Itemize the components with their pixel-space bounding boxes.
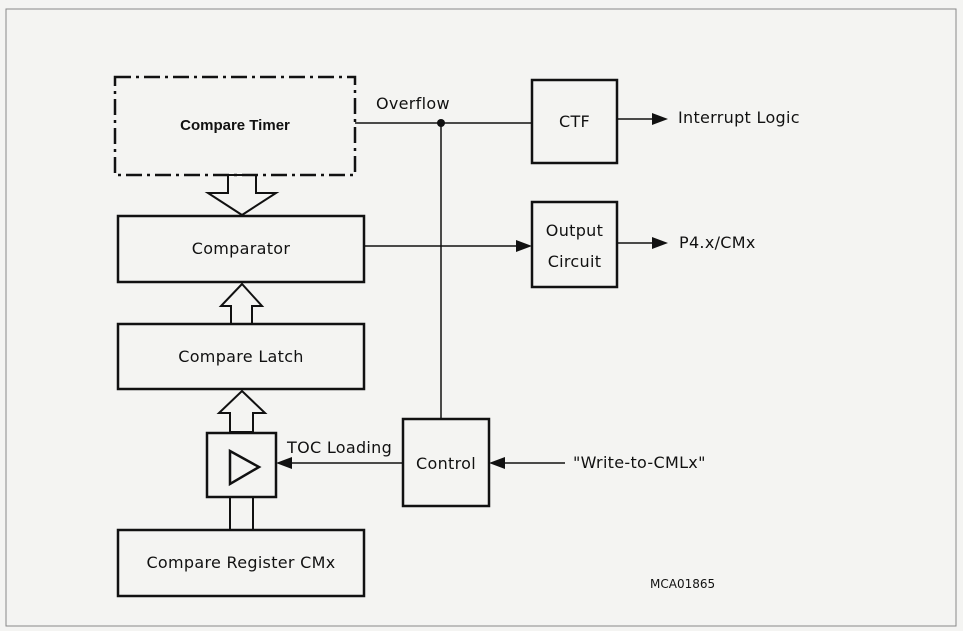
timer-to-comparator-arrow <box>204 174 280 217</box>
ctf-to-interrupt-arrowhead <box>652 113 668 125</box>
diagram-frame <box>5 8 957 627</box>
write-to-cmlx-label: "Write-to-CMLx" <box>573 453 706 472</box>
buffer-to-latch-arrow <box>216 389 268 433</box>
compare-latch-label: Compare Latch <box>178 347 304 366</box>
comparator-to-output-arrowhead <box>516 240 532 252</box>
ctf-label: CTF <box>558 112 591 131</box>
figure-id: MCA01865 <box>650 577 716 591</box>
buffer-triangle-icon <box>228 448 262 487</box>
ctf-block <box>530 78 619 165</box>
overflow-label: Overflow <box>376 94 450 113</box>
interrupt-logic-label: Interrupt Logic <box>678 108 800 127</box>
output-circuit-label-line2: Circuit <box>547 252 602 271</box>
output-circuit-block <box>530 200 619 289</box>
latch-to-comparator-arrow <box>218 282 265 325</box>
toc-loading-arrowhead <box>276 457 292 469</box>
output-to-port-arrowhead <box>652 237 668 249</box>
output-circuit-label-line1: Output <box>545 221 604 240</box>
comparator-label: Comparator <box>191 239 291 258</box>
compare-register-label: Compare Register CMx <box>146 553 336 572</box>
toc-buffer-block <box>205 431 278 499</box>
comparator-block <box>116 214 366 284</box>
control-label: Control <box>416 454 476 473</box>
compare-timer-label: Compare Timer <box>180 117 290 134</box>
write-arrowhead <box>489 457 505 469</box>
compare-register-block <box>116 528 366 598</box>
port-output-label: P4.x/CMx <box>679 233 756 252</box>
toc-loading-label: TOC Loading <box>287 438 393 457</box>
